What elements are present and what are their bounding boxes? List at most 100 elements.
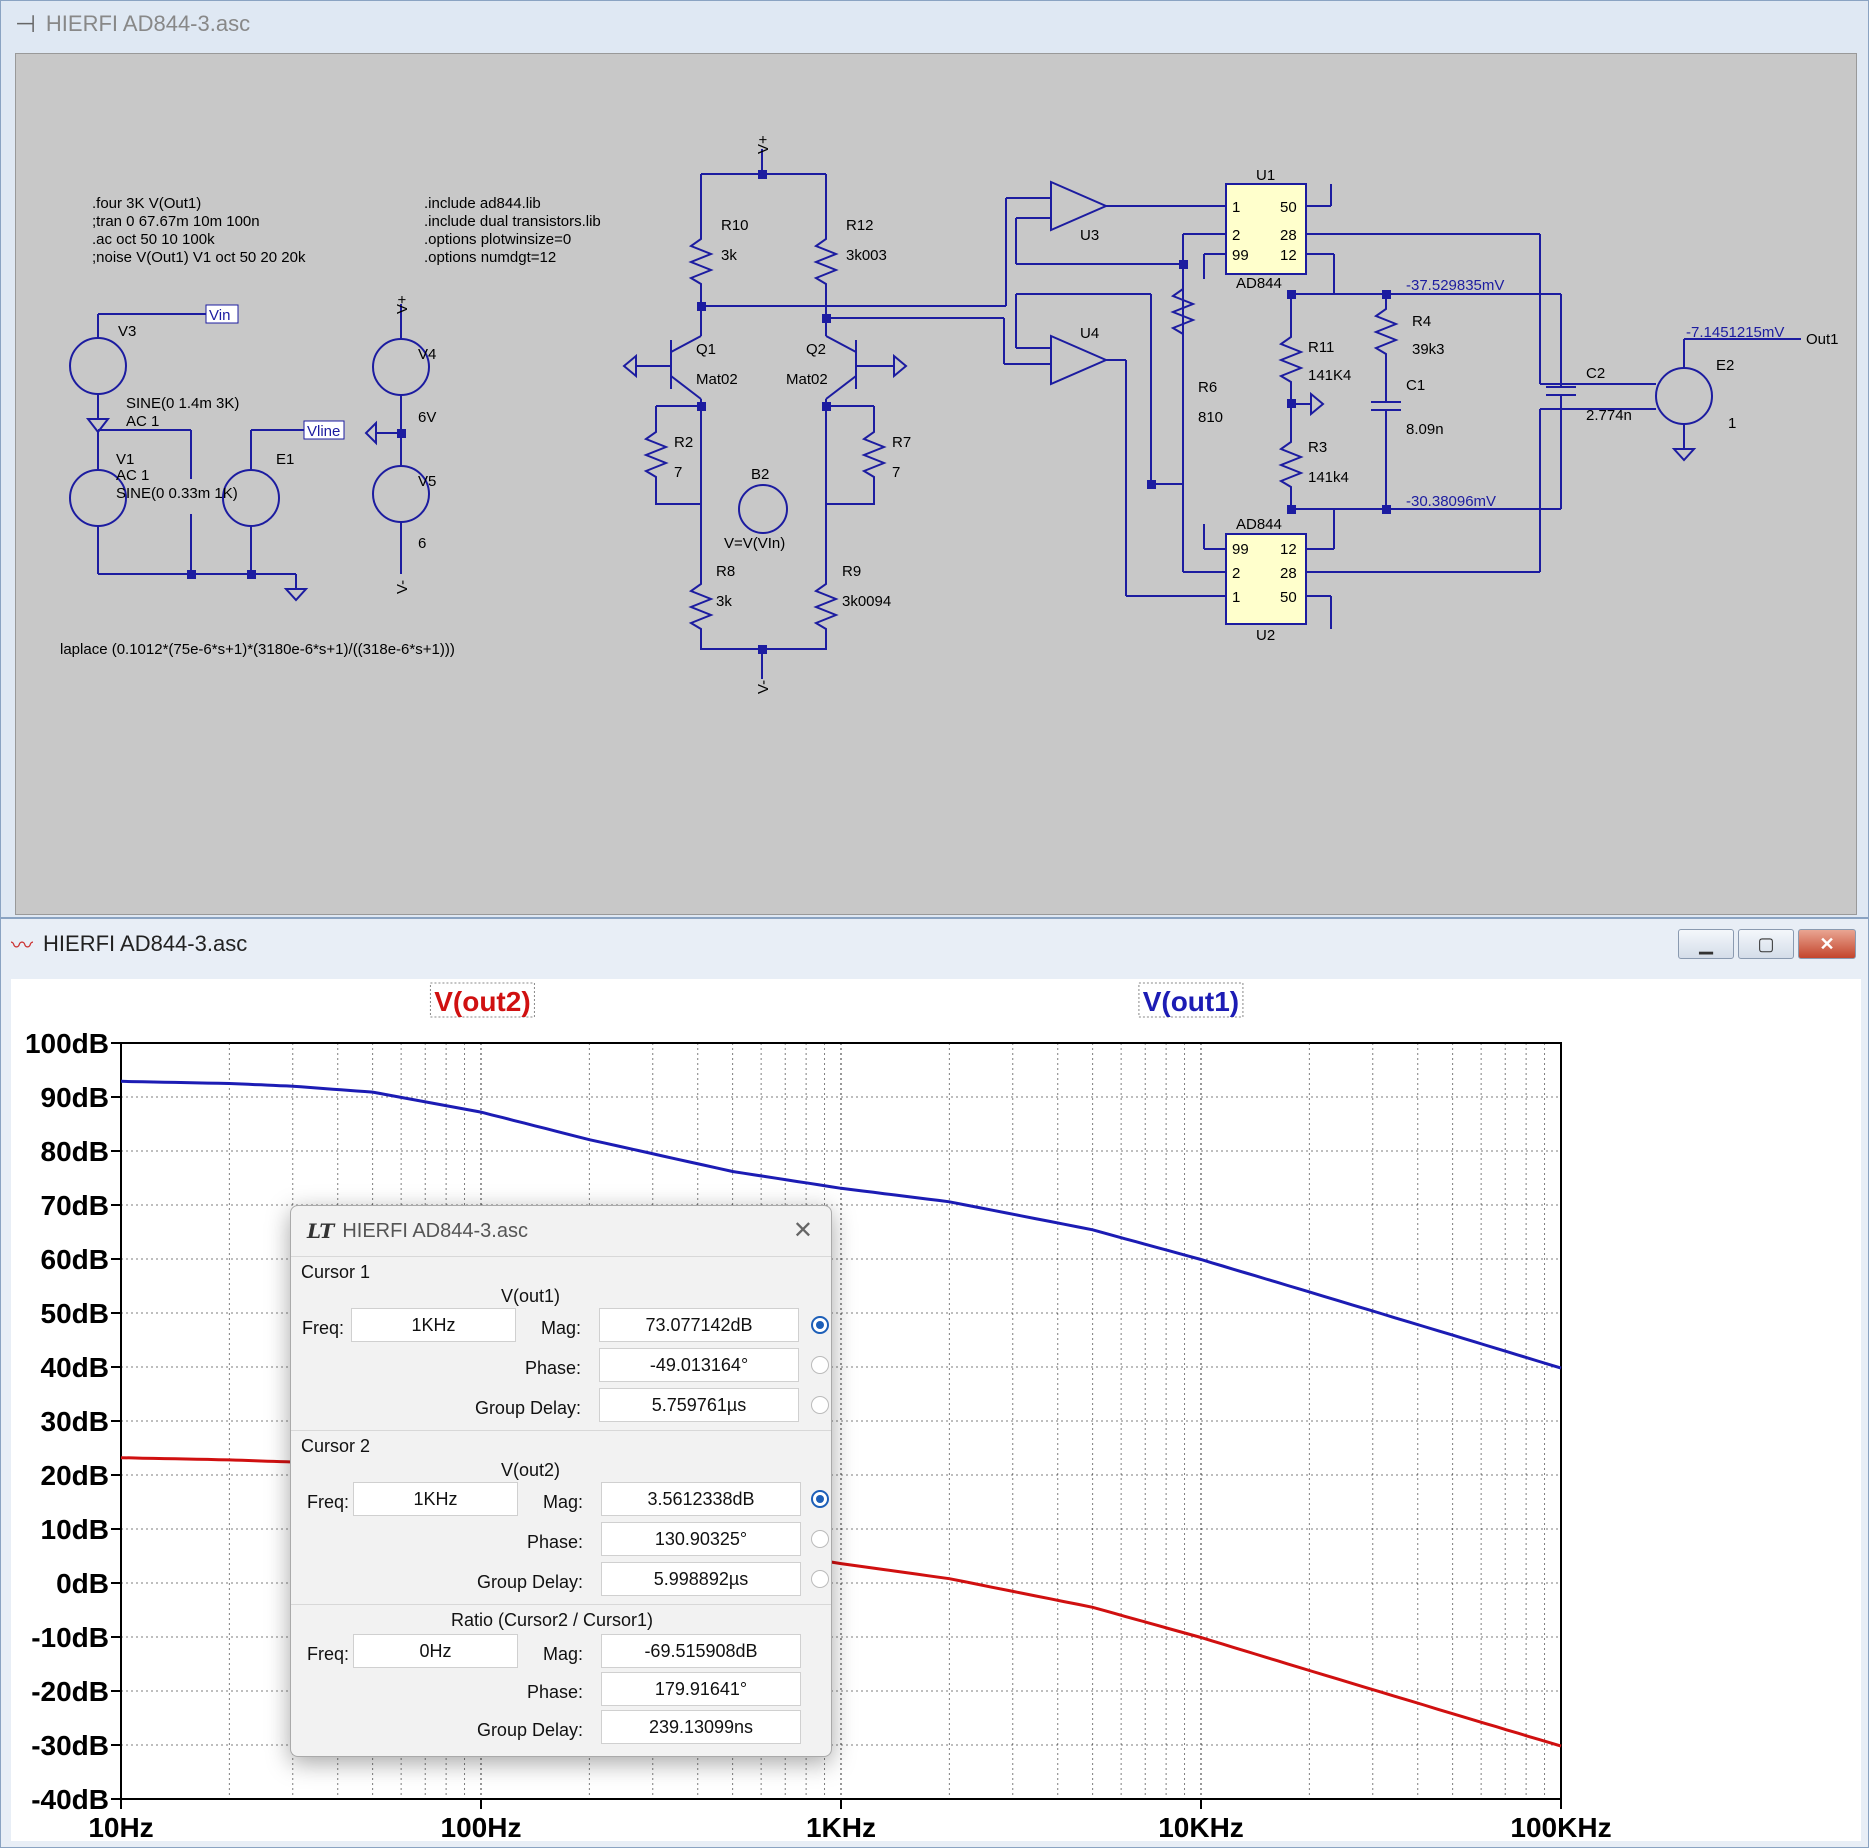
r3-label: R3 [1308,439,1327,456]
r6-value: 810 [1198,409,1223,426]
r4-value: 39k3 [1412,341,1445,358]
cursor2-phase-field[interactable]: 130.90325° [601,1522,801,1556]
schematic-canvas[interactable]: .four 3K V(Out1) ;tran 0 67.67m 10m 100n… [15,53,1857,915]
c1-label: C1 [1406,377,1425,394]
include-transistors: .include dual transistors.lib [424,213,601,230]
y-tick-label: -40dB [31,1784,109,1815]
x-tick-label: 100Hz [441,1812,522,1841]
cursor-dialog-titlebar[interactable]: LT HIERFI AD844-3.asc ✕ [291,1206,831,1256]
directive-tran: ;tran 0 67.67m 10m 100n [92,213,260,230]
voltage-readout-bottom: -30.38096mV [1406,493,1496,510]
cursor2-trace: V(out2) [501,1460,561,1480]
series-line-vout1 [120,1079,1562,1370]
divider [291,1256,831,1257]
ltspice-logo-icon: LT [307,1219,335,1243]
c2-value: 2.774n [1586,407,1632,424]
u1-pin99: 99 [1232,247,1249,264]
cursor1-freq-field[interactable]: 1KHz [351,1308,516,1342]
schematic-titlebar[interactable]: ⊣ HIERFI AD844-3.asc [1,1,1868,47]
waveform-titlebar[interactable]: 〰 HIERFI AD844-3.asc [1,919,1868,969]
directive-ac: .ac oct 50 10 100k [92,231,215,248]
ratio-phase-label: Phase: [526,1682,583,1702]
restore-button[interactable]: ▢ [1738,929,1794,959]
u1-pin50: 50 [1280,199,1297,216]
cursor2-phase-radio[interactable] [811,1530,829,1548]
v1-value-ac: AC 1 [116,467,149,484]
v1-value-sine: SINE(0 0.33m 1K) [116,485,238,502]
legend-label: V(out2) [434,986,530,1017]
cursor1-mag-radio[interactable] [811,1316,829,1334]
v4-value: 6V [418,409,436,426]
y-tick-label: 0dB [56,1568,109,1599]
u2-pin2: 2 [1232,565,1240,582]
ratio-freq-field[interactable]: 0Hz [353,1634,518,1668]
dialog-close-icon[interactable]: ✕ [792,1217,813,1244]
legend-box [429,982,535,1018]
x-tick-label: 100KHz [1510,1812,1611,1841]
r11-label: R11 [1308,339,1334,356]
schematic-window: ⊣ HIERFI AD844-3.asc .four 3K V(Out1) ;t… [0,0,1869,918]
ratio-group-delay-field[interactable]: 239.13099ns [601,1710,801,1744]
r9-value: 3k0094 [842,593,891,610]
cursor1-mag-field[interactable]: 73.077142dB [599,1308,799,1342]
cursor1-phase-label: Phase: [524,1358,581,1378]
cursor1-group-delay-radio[interactable] [811,1396,829,1414]
b2-value: V=V(VIn) [724,535,785,552]
ratio-phase-field[interactable]: 179.91641° [601,1672,801,1706]
r2-value: 7 [674,464,682,481]
cursor1-group-delay-field[interactable]: 5.759761µs [599,1388,799,1422]
laplace-expression: laplace (0.1012*(75e-6*s+1)*(3180e-6*s+1… [60,641,455,658]
r9-label: R9 [842,563,861,580]
r10-value: 3k [721,247,737,264]
option-plotwinsize: .options plotwinsize=0 [424,231,571,248]
voltage-readout-top: -37.529835mV [1406,277,1504,294]
y-tick-label: 10dB [41,1514,109,1545]
u2-model: AD844 [1236,516,1282,533]
b2-label: B2 [751,466,769,483]
cursor1-phase-field[interactable]: -49.013164° [599,1348,799,1382]
minimize-button[interactable]: ▁ [1678,929,1734,959]
u1-pin12: 12 [1280,247,1297,264]
cursor1-group-delay-label: Group Delay: [474,1398,581,1418]
cursor2-group-delay-field[interactable]: 5.998892µs [601,1562,801,1596]
cursor2-freq-field[interactable]: 1KHz [353,1482,518,1516]
bode-plot[interactable]: 100dB90dB80dB70dB60dB50dB40dB30dB20dB10d… [11,979,1861,1843]
q1-model: Mat02 [696,371,738,388]
u1-label: U1 [1256,167,1275,184]
r2-label: R2 [674,434,693,451]
vminus-bottom: V- [755,680,772,694]
cursor1-phase-radio[interactable] [811,1356,829,1374]
q2-label: Q2 [806,341,826,358]
include-ad844: .include ad844.lib [424,195,541,212]
cursor-dialog[interactable]: LT HIERFI AD844-3.asc ✕ Cursor 1 V(out1)… [290,1205,832,1757]
ratio-mag-field[interactable]: -69.515908dB [601,1634,801,1668]
vminus-v5: V- [394,580,411,594]
u4-label: U4 [1080,325,1099,342]
cursor1-mag-label: Mag: [540,1318,581,1338]
r7-value: 7 [892,464,900,481]
y-tick-label: 70dB [41,1190,109,1221]
cursor2-group-delay-label: Group Delay: [476,1572,583,1592]
u2-pin12: 12 [1280,541,1297,558]
u2-pin99: 99 [1232,541,1249,558]
r7-label: R7 [892,434,911,451]
r4-label: R4 [1412,313,1431,330]
net-label-out1: Out1 [1806,331,1839,348]
cursor2-mag-radio[interactable] [811,1490,829,1508]
close-button[interactable]: ✕ [1798,929,1856,959]
net-label-vline: Vline [307,423,340,440]
q1-label: Q1 [696,341,716,358]
v3-value-sine: SINE(0 1.4m 3K) [126,395,239,412]
cursor2-freq-label: Freq: [306,1492,349,1512]
u2-pin50: 50 [1280,589,1297,606]
option-numdgt: .options numdgt=12 [424,249,556,266]
u1-pin28: 28 [1280,227,1297,244]
cursor2-group-delay-radio[interactable] [811,1570,829,1588]
cursor2-mag-field[interactable]: 3.5612338dB [601,1482,801,1516]
u1-model: AD844 [1236,275,1282,292]
e2-value: 1 [1728,415,1736,432]
r12-label: R12 [846,217,874,234]
y-tick-label: 60dB [41,1244,109,1275]
